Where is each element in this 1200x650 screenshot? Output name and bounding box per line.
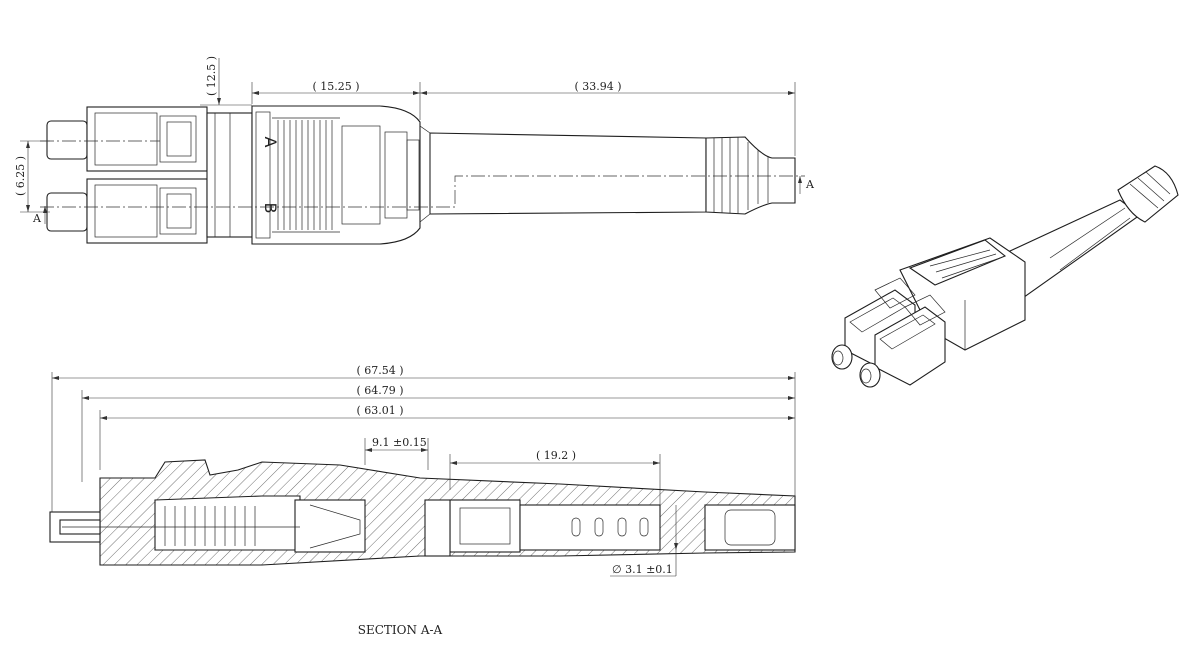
dim-pitch: ( 6.25 ) [14,156,27,196]
section-mark-right: A [805,178,815,191]
isometric-view [831,165,1179,388]
dim-overall-1: ( 67.54 ) [356,364,403,377]
section-caption: SECTION A-A [358,623,443,637]
dim-overall-3: ( 63.01 ) [356,404,403,417]
spring [164,506,256,546]
dim-boot: ( 19.2 ) [536,449,576,462]
dim-diameter: ∅ 3.1 ±0.1 [612,563,673,576]
latch-label-lower: B [261,203,280,214]
dim-height: ( 12.5 ) [205,56,218,96]
dim-length-a: ( 15.25 ) [312,80,359,93]
section-view: ( 67.54 ) ( 64.79 ) ( 63.01 ) 9.1 ±0.15 … [49,364,796,637]
dim-overall-2: ( 64.79 ) [356,384,403,397]
dim-length-b: ( 33.94 ) [574,80,621,93]
top-view: A B ( 15.25 ) ( 33.94 ) ( 12.5 ) [14,56,815,245]
grip-ribs [277,120,333,230]
dim-depth: 9.1 ±0.15 [372,436,427,449]
latch-label-upper: A [261,137,280,148]
section-mark-left: A [32,212,42,225]
